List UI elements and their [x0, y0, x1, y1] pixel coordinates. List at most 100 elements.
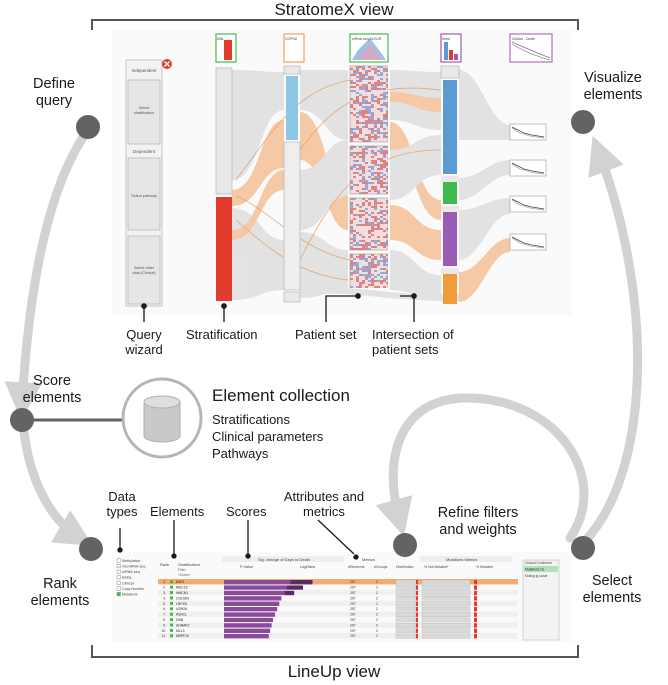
row-groups: 2 [376, 607, 378, 611]
pvalue-bar [224, 590, 285, 596]
col-title-mnl: MNL [217, 37, 224, 41]
lineup-view-title: LineUp view [287, 662, 381, 681]
row-groups: 2 [376, 629, 378, 633]
step-select-line2: elements [582, 589, 642, 606]
data-type-item[interactable]: Copy Number [116, 586, 145, 591]
row-groups: 2 [376, 602, 378, 606]
hdr-groups: #Groups [374, 565, 388, 569]
col-title-seed: Seed [442, 37, 450, 41]
row-name: BAP1 [176, 580, 185, 584]
row-rank: 5. [163, 602, 166, 606]
step-visualize-line1: Visualize [584, 70, 642, 86]
annot-data-types-line1: Data [108, 489, 136, 504]
row-rank: 1. [163, 580, 166, 584]
annot-data-types-line2: types [106, 503, 138, 519]
step-define-query: Define query [14, 76, 94, 109]
annot-data-types: Data types [96, 489, 148, 520]
annot-query-wizard: Query wizard [114, 327, 174, 358]
hdr-mutations-group: Mutations Metrics [446, 557, 477, 562]
annot-attributes-line1: Attributes and [283, 489, 365, 504]
survival-thumbnail [509, 159, 547, 177]
step-rank: Rank elements [20, 576, 100, 609]
arrow-refine-loop [375, 393, 589, 543]
survival-thumbnail [509, 233, 547, 251]
data-type-item[interactable]: Clinical [116, 581, 134, 585]
col-title-copnu: COPNU [285, 37, 298, 41]
row-groups: 2 [376, 613, 378, 617]
pvalue-bar [224, 628, 271, 633]
annot-intersection: Intersection of patient sets [372, 327, 454, 358]
collection-item-clinical: Clinical parameters [212, 429, 324, 444]
logrank-bar [287, 585, 303, 590]
row-elements: 297 [350, 629, 356, 633]
side-option-2: Mutations Gl. [525, 568, 545, 572]
collection-list: Stratifications Clinical parameters Path… [212, 411, 323, 462]
collection-item-pathways: Pathways [212, 446, 269, 461]
row-groups: 2 [376, 596, 378, 600]
database-icon [143, 395, 181, 443]
wizard-select-other-1: Select other [134, 266, 155, 270]
hdr-pvalue: P-Value [240, 565, 253, 569]
col-header-copnu [283, 33, 305, 63]
hdr-metrics-group: Metrics [362, 557, 375, 562]
step-rank-line1: Rank [43, 576, 77, 592]
row-rank: 2. [163, 586, 166, 590]
logrank-bar [290, 580, 313, 585]
wizard-select-pathway: Select pathway [131, 194, 157, 198]
step-score: Score elements [12, 373, 92, 406]
stratomex-screenshot [112, 30, 572, 316]
hdr-stratification: Stratification [178, 562, 200, 567]
lineup-screenshot: MethylationmicroRNA-seqmRNA-seqRPPAClini… [112, 552, 572, 642]
step-select-line1: Select [591, 573, 633, 589]
data-type-item[interactable]: RPPA [116, 575, 132, 580]
annot-intersection-line2: patient sets [372, 341, 439, 357]
row-name: DNB [176, 618, 184, 622]
table-row[interactable]: 4. COL6A3 297 2 [163, 596, 477, 601]
row-name: COL6A3 [176, 596, 189, 600]
data-type-item[interactable]: microRNA-seq [116, 564, 145, 569]
collection-item-stratifications: Stratifications [212, 412, 291, 427]
row-rank: 10. [161, 629, 166, 633]
stratomex-bracket [91, 19, 579, 30]
arrow-select-to-visualize [581, 135, 643, 545]
row-name: ASH1L [176, 613, 187, 617]
arrow-score-to-rank [19, 427, 93, 546]
row-elements: 297 [350, 591, 356, 595]
side-option-1: Clinical Combined [525, 561, 552, 565]
survival-thumbnail [509, 123, 547, 141]
data-type-item[interactable]: Methylation [116, 558, 140, 563]
wizard-independent: Independent [131, 68, 157, 73]
step-score-line2: elements [22, 389, 82, 406]
pvalue-bar [224, 580, 291, 585]
row-name: MLL3 [176, 629, 185, 633]
pvalue-bar [224, 596, 282, 601]
row-elements: 297 [350, 607, 356, 611]
row-rank: 4. [163, 596, 166, 600]
hdr-scores-group: Sig. change of Days to Death [258, 557, 310, 562]
step-define-query-line2: query [35, 92, 73, 109]
annot-stratification: Stratification [186, 327, 258, 342]
data-type-item[interactable]: mRNA-seq [116, 569, 140, 574]
survival-thumbnail [509, 195, 547, 213]
lineup-bracket [91, 645, 579, 658]
step-rank-line2: elements [30, 592, 90, 609]
data-type-label: Methylation [122, 559, 140, 563]
col-title-mrna: mRNA-seq GLEUR [352, 37, 382, 41]
row-elements: 297 [350, 596, 356, 600]
data-type-label: Clinical [122, 581, 134, 585]
col-title-clinical: Clinical - Death [512, 37, 535, 41]
row-groups: 2 [376, 591, 378, 595]
data-type-item[interactable]: Mutations [116, 592, 138, 597]
hdr-mutated: % Mutated [476, 565, 493, 569]
step-refine-line1: Refine filters [437, 505, 519, 521]
annot-intersection-line1: Intersection of [372, 327, 454, 342]
data-type-label: Copy Number [122, 587, 145, 591]
